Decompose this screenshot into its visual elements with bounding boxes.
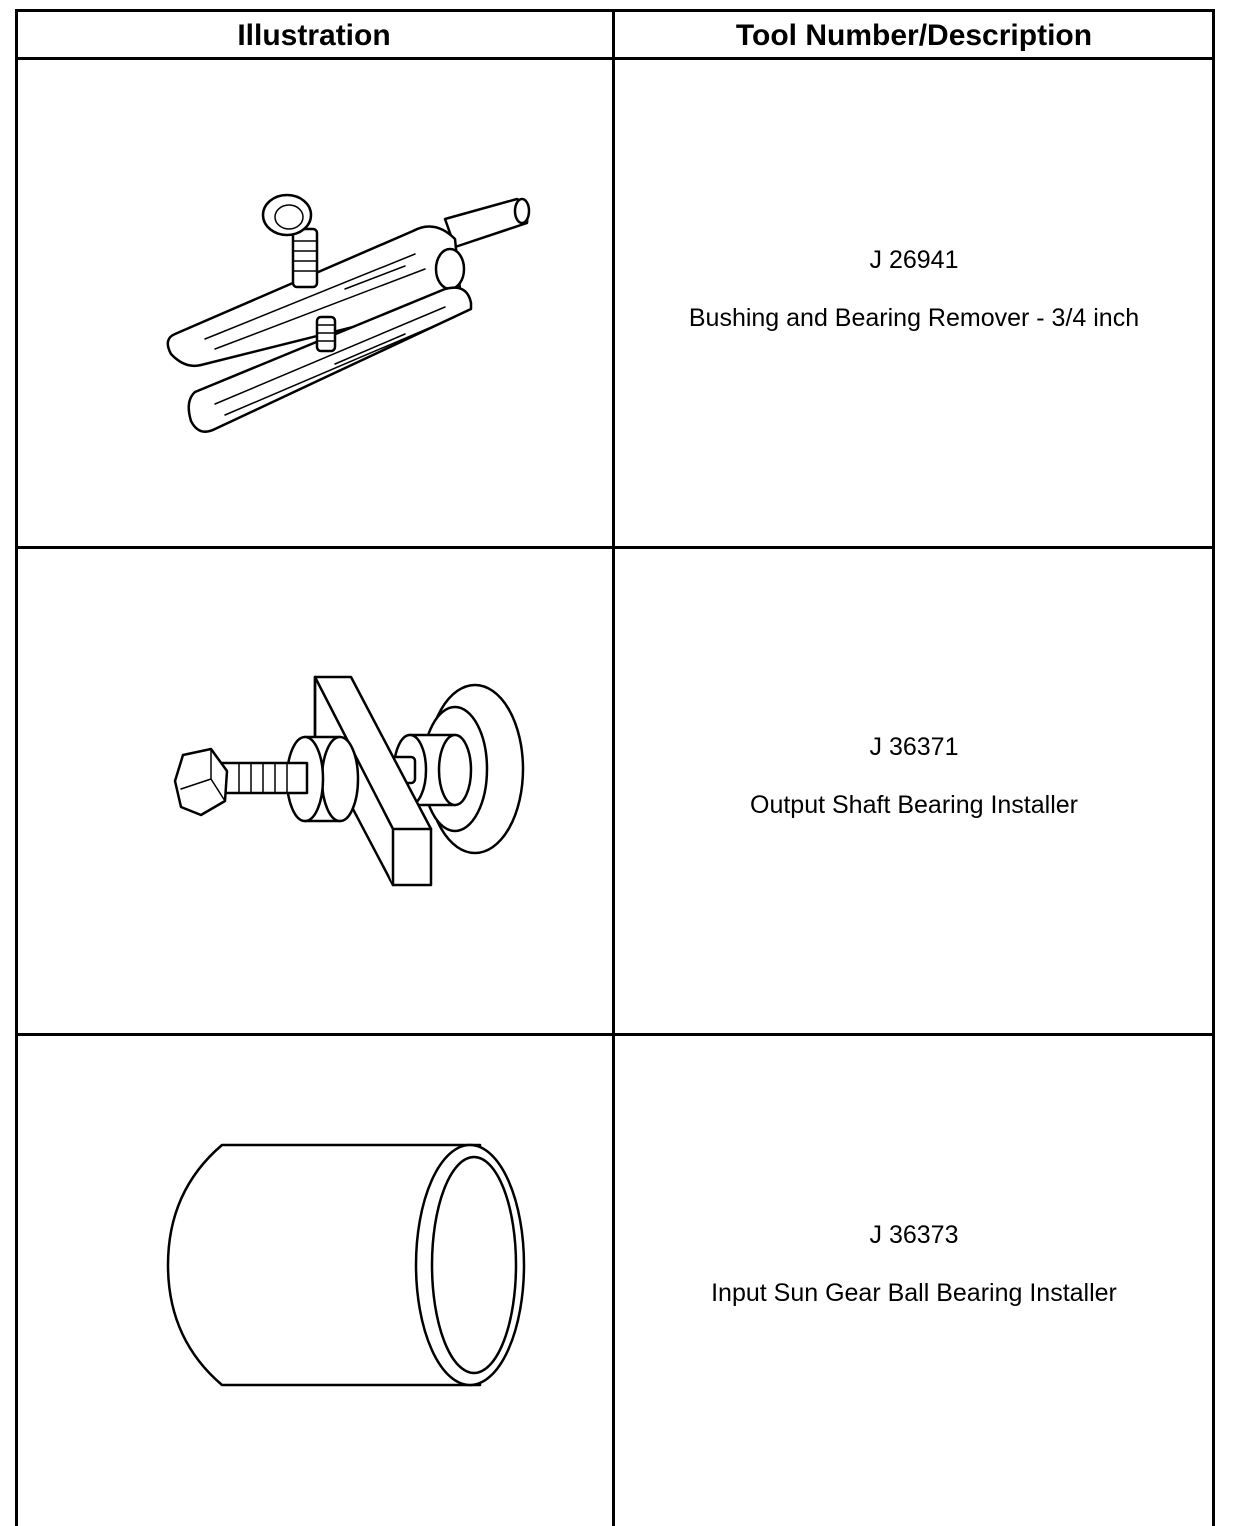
table-row: J 26941 Bushing and Bearing Remover - 3/…: [615, 245, 1213, 333]
tool-description: Input Sun Gear Ball Bearing Installer: [711, 1279, 1117, 1307]
table-border-right: [1212, 9, 1215, 1526]
bushing-bearing-remover-illustration: [166, 193, 531, 433]
table-border-top: [15, 9, 1215, 12]
tool-number: J 36371: [869, 733, 959, 761]
output-shaft-bearing-installer-illustration: [173, 675, 525, 887]
header-divider: [15, 57, 1215, 60]
tool-number: J 36373: [869, 1221, 959, 1249]
tool-description: Output Shaft Bearing Installer: [750, 791, 1078, 819]
table-border-left: [15, 9, 18, 1526]
tool-table: Illustration Tool Number/Description J 2…: [15, 9, 1215, 1526]
row-divider: [15, 546, 1215, 549]
header-tool-number-description: Tool Number/Description: [735, 19, 1093, 52]
row-divider: [15, 1033, 1215, 1036]
header-illustration: Illustration: [237, 19, 391, 52]
table-row: J 36373 Input Sun Gear Ball Bearing Inst…: [615, 1220, 1213, 1308]
tool-description: Bushing and Bearing Remover - 3/4 inch: [688, 304, 1140, 332]
table-row: J 36371 Output Shaft Bearing Installer: [615, 732, 1213, 820]
tool-number: J 26941: [869, 246, 959, 274]
input-sun-gear-bearing-installer-illustration: [166, 1143, 526, 1387]
column-divider: [612, 9, 615, 1526]
